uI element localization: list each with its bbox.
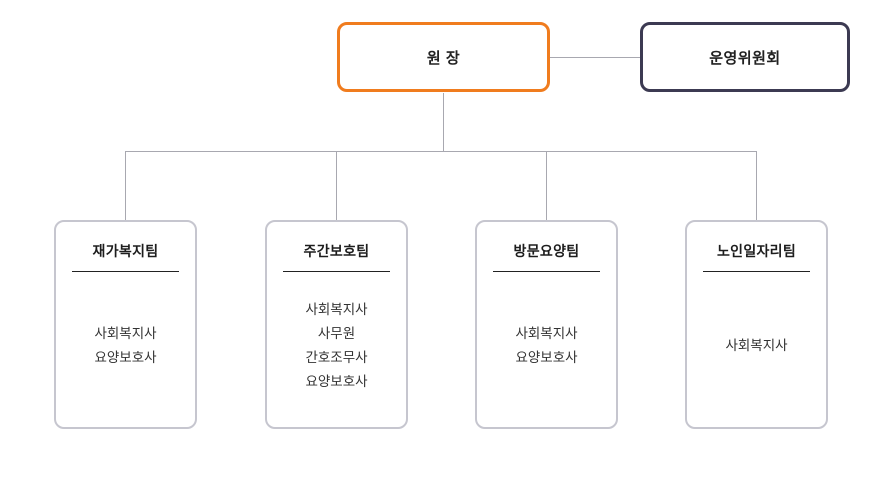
team-title: 방문요양팀 xyxy=(513,243,580,259)
team-title: 주간보호팀 xyxy=(303,243,370,259)
connector-drop-team-2 xyxy=(336,151,337,220)
connector-horizontal-bus xyxy=(125,151,757,152)
connector-drop-team-1 xyxy=(125,151,126,220)
connector-drop-team-4 xyxy=(756,151,757,220)
team-divider xyxy=(72,271,179,272)
connector-drop-team-3 xyxy=(546,151,547,220)
team-role: 사회복지사 xyxy=(94,325,157,341)
team-divider xyxy=(283,271,390,272)
connector-director-to-committee xyxy=(550,57,640,58)
team-role: 사회복지사 xyxy=(725,337,788,353)
node-director[interactable]: 원 장 xyxy=(337,22,550,92)
team-title: 재가복지팀 xyxy=(92,243,159,259)
team-role: 요양보호사 xyxy=(515,349,578,365)
node-team-senior-jobs[interactable]: 노인일자리팀 사회복지사 xyxy=(685,220,828,429)
team-role-list: 사회복지사 xyxy=(687,272,826,427)
team-role: 요양보호사 xyxy=(305,373,368,389)
team-divider xyxy=(493,271,600,272)
team-role: 간호조무사 xyxy=(305,349,368,365)
team-role: 사회복지사 xyxy=(515,325,578,341)
team-role: 사무원 xyxy=(317,325,356,341)
node-committee-label: 운영위원회 xyxy=(709,49,781,67)
team-role: 요양보호사 xyxy=(94,349,157,365)
node-committee[interactable]: 운영위원회 xyxy=(640,22,850,92)
node-director-label: 원 장 xyxy=(426,49,461,67)
connector-director-stem xyxy=(443,93,444,151)
team-title: 노인일자리팀 xyxy=(716,243,797,259)
team-role: 사회복지사 xyxy=(305,301,368,317)
team-divider xyxy=(703,271,810,272)
